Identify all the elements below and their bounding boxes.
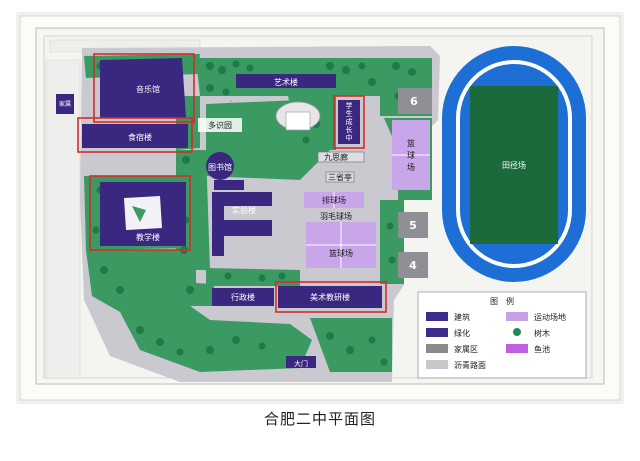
- teaching-label: 教学楼: [136, 232, 160, 242]
- central-plaza: [275, 101, 321, 131]
- music-hall-building: [100, 58, 186, 118]
- courtyard-green: [132, 206, 146, 222]
- legend-label-3: 树木: [534, 328, 550, 338]
- arts-building: [236, 74, 336, 88]
- knowledge-garden-tag: [198, 118, 242, 132]
- sanxing-pavilion-label: 三省亭: [328, 172, 352, 182]
- art-teaching-building: [278, 286, 382, 308]
- res-4-label: 4: [409, 259, 417, 272]
- library-building: [206, 152, 234, 180]
- res-5-label: 5: [409, 219, 417, 232]
- legend-swatch-0: [426, 312, 448, 321]
- student-center-label-2: 生: [346, 109, 353, 118]
- basketball-east-label-1: 篮: [407, 138, 415, 148]
- legend-swatch-1: [506, 312, 528, 321]
- jiusi-corridor-label: 九思廊: [324, 152, 348, 162]
- legend-swatch-4: [426, 344, 448, 353]
- map-caption: 合肥二中平面图: [263, 410, 376, 428]
- residence-block-4: [398, 252, 428, 278]
- legend-label-0: 建筑: [454, 312, 470, 322]
- student-center-label-4: 长: [346, 125, 353, 134]
- legend-label-4: 家属区: [454, 344, 478, 354]
- legend-label-5: 鱼池: [534, 344, 550, 354]
- basketball-south-label: 篮球场: [329, 248, 353, 258]
- legend-swatch-5: [506, 344, 528, 353]
- volleyball-label: 排球场: [322, 195, 346, 205]
- track-field-label: 田径场: [502, 160, 526, 170]
- library-annex: [214, 180, 244, 190]
- student-center-label-5: 中: [346, 133, 353, 142]
- student-center-label-3: 成: [346, 117, 353, 126]
- student-center-label-1: 学: [346, 101, 353, 110]
- basketball-east-label-2: 球: [407, 150, 415, 160]
- music-hall-label: 音乐馆: [136, 84, 160, 94]
- legend-label-2: 绿化: [454, 328, 470, 338]
- family-residence-blocks: [398, 88, 432, 278]
- art-teaching-label: 美术教研楼: [310, 292, 350, 302]
- legend-swatch-2: [426, 328, 448, 337]
- legend-label-1: 运动场地: [534, 312, 566, 322]
- residence-block-5: [398, 212, 428, 238]
- legend-swatch-3: [513, 328, 521, 336]
- highlight-boxes: [77, 53, 387, 313]
- gate-building: [286, 356, 316, 368]
- court-lines: [306, 154, 430, 268]
- jiusi-corridor-shape: [317, 151, 365, 163]
- sanxing-pavilion-shape: [325, 171, 355, 183]
- residence-block-6: [398, 88, 432, 114]
- admin-label: 行政楼: [231, 292, 255, 302]
- legend-title: 图 例: [490, 296, 514, 306]
- residence-label: 家属: [59, 100, 71, 108]
- residence-building: [56, 94, 74, 114]
- gate-label: 大门: [294, 359, 308, 368]
- admin-building: [212, 288, 274, 306]
- dining-hall-label: 食宿楼: [128, 132, 152, 142]
- legend-swatch-6: [426, 360, 448, 369]
- library-label: 图书馆: [208, 162, 232, 172]
- arts-label: 艺术楼: [274, 77, 298, 87]
- track-field: [442, 46, 586, 282]
- basketball-east-label-3: 场: [407, 163, 415, 172]
- student-center-building: [338, 100, 360, 144]
- res-6-label: 6: [410, 95, 418, 108]
- lab-building: [212, 192, 272, 256]
- football-field: [470, 86, 558, 244]
- badminton-label: 羽毛球场: [320, 211, 352, 221]
- legend-label-6: 沥青路面: [454, 360, 486, 370]
- dining-hall-building: [82, 124, 188, 148]
- knowledge-garden-text: 多识园: [208, 120, 232, 130]
- lab-label: 实验楼: [232, 205, 256, 215]
